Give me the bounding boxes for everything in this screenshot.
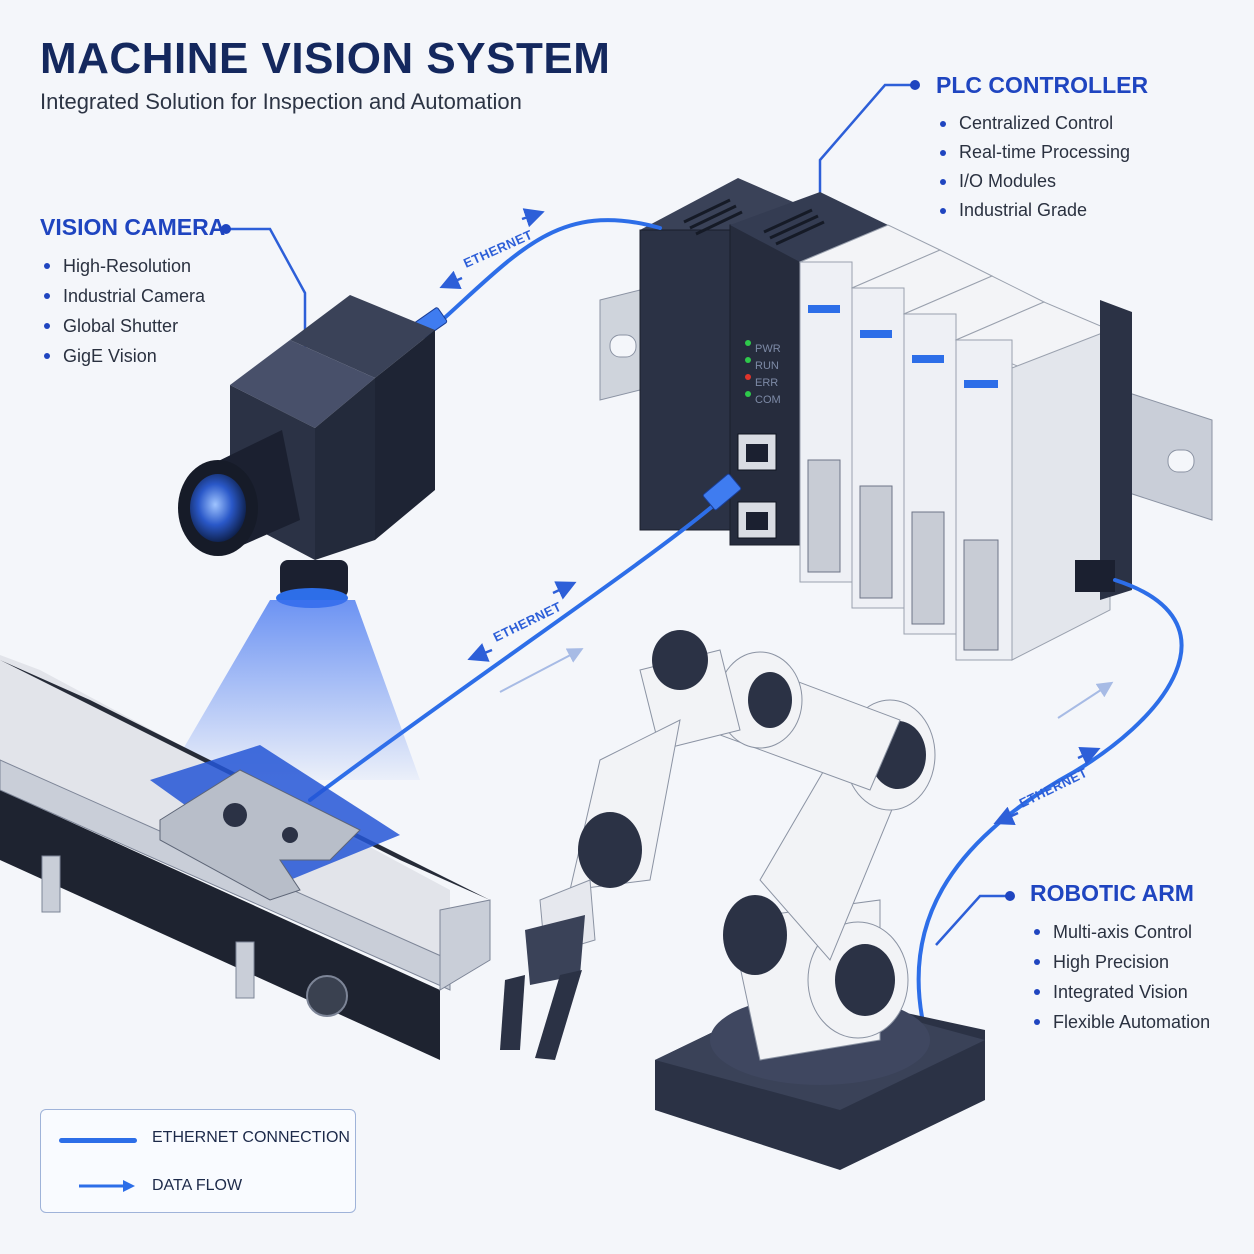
led-run: RUN [755, 360, 779, 372]
robot-feature: High Precision [1030, 947, 1210, 977]
plc-heading: PLC CONTROLLER [936, 72, 1149, 98]
arrow-right-icon [79, 1180, 135, 1192]
plc-feature: Real-time Processing [936, 138, 1148, 167]
inspected-part [159, 769, 361, 901]
camera-feature: GigE Vision [40, 341, 225, 371]
camera-feature: Industrial Camera [40, 281, 225, 311]
vision-camera [178, 295, 435, 608]
led-err: ERR [755, 377, 778, 389]
plc-controller: PWR RUN ERR COM [639, 178, 1132, 661]
camera-feature: Global Shutter [40, 311, 225, 341]
page-subtitle: Integrated Solution for Inspection and A… [40, 89, 522, 114]
plc-callout: PLC CONTROLLER Centralized Control Real-… [936, 72, 1148, 225]
robotic-arm [500, 630, 985, 1170]
camera-heading: VISION CAMERA [40, 214, 226, 240]
camera-feature: High-Resolution [40, 251, 225, 281]
legend-ethernet-label: ETHERNET CONNECTION [152, 1129, 350, 1146]
robot-leader [935, 894, 1010, 946]
cable-camera-plc [438, 218, 662, 324]
conveyor-belt [0, 655, 491, 1060]
cable-plc-robot [916, 578, 1184, 1052]
camera-light-beam [165, 600, 420, 780]
callout-leaders [221, 80, 1015, 946]
page-title: MACHINE VISION SYSTEM [40, 34, 611, 83]
io-modules [798, 224, 1132, 661]
robot-feature: Flexible Automation [1030, 1007, 1210, 1037]
robot-feature: Integrated Vision [1030, 977, 1210, 1007]
status-leds: PWR RUN ERR COM [745, 340, 781, 406]
robot-callout: ROBOTIC ARM Multi-axis Control High Prec… [1030, 880, 1210, 1037]
legend: ETHERNET CONNECTION DATA FLOW [40, 1109, 356, 1213]
camera-callout: VISION CAMERA High-Resolution Industrial… [40, 214, 225, 371]
led-com: COM [755, 394, 781, 406]
led-pwr: PWR [755, 343, 781, 355]
ethernet-label-robot: ETHERNET [1017, 765, 1090, 811]
plc-feature-list: Centralized Control Real-time Processing… [936, 109, 1148, 225]
plc-feature: Centralized Control [936, 109, 1148, 138]
ethernet-line-swatch [59, 1138, 137, 1143]
camera-feature-list: High-Resolution Industrial Camera Global… [40, 251, 225, 371]
robot-feature: Multi-axis Control [1030, 917, 1210, 947]
din-rail [599, 289, 1213, 521]
robot-feature-list: Multi-axis Control High Precision Integr… [1030, 917, 1210, 1037]
ethernet-label-conveyor: ETHERNET [491, 599, 564, 645]
plc-feature: I/O Modules [936, 167, 1148, 196]
legend-dataflow-label: DATA FLOW [152, 1177, 243, 1194]
camera-leader [226, 227, 307, 352]
plc-feature: Industrial Grade [936, 196, 1148, 225]
robot-heading: ROBOTIC ARM [1030, 880, 1194, 906]
